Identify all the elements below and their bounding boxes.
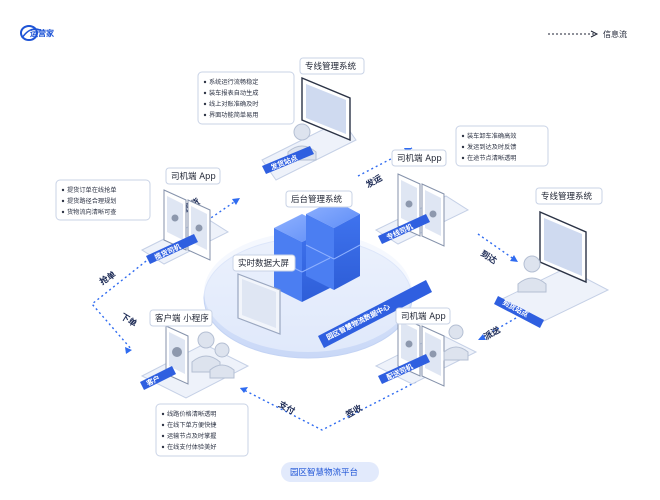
top-title: 专线管理系统 — [305, 61, 357, 72]
left-app-bullets-card: 提货订单在线抢单 提货路径合理规划 货物流向清晰可查 — [55, 179, 151, 221]
bottom-right-title: 司机端 App — [401, 311, 446, 322]
backend-callout: 后台管理系统 — [285, 190, 353, 208]
top-bullets-card: 系统运行流畅稳定 装车报表自动生成 线上对账准确及时 界面功能简单易用 — [197, 71, 295, 125]
right-app-title-callout: 司机端 App — [391, 149, 447, 167]
svg-text:系统运行流畅稳定: 系统运行流畅稳定 — [209, 78, 259, 86]
bottom-left-bullets-card: 线路价格清晰透明 在线下单方便快捷 运输节点及时掌握 在线支付体验美好 — [155, 403, 249, 457]
svg-text:在线支付体验美好: 在线支付体验美好 — [167, 443, 217, 451]
flow-label-deliver: 派送 — [482, 324, 503, 342]
node-right: 到货站点 — [494, 210, 610, 328]
svg-text:发运到达及时反馈: 发运到达及时反馈 — [467, 143, 517, 151]
legend-label: 信息流 — [603, 29, 627, 39]
bottom-right-title-callout: 司机端 App — [395, 307, 451, 325]
node-bottom-left: 客户 — [140, 325, 250, 399]
svg-text:提货订单在线抢单: 提货订单在线抢单 — [67, 186, 117, 194]
screen-label: 实时数据大屏 — [238, 258, 290, 269]
left-app-title-callout: 司机端 App — [165, 167, 221, 185]
bottom-left-title: 客户端 小程序 — [155, 313, 209, 324]
screen-callout: 实时数据大屏 — [232, 254, 296, 272]
flow-label-place-order: 下单 — [118, 311, 139, 330]
flow-label-sign: 签收 — [343, 402, 365, 421]
svg-text:货物流向清晰可查: 货物流向清晰可查 — [67, 208, 117, 216]
svg-text:线上对账准确及时: 线上对账准确及时 — [209, 100, 259, 108]
node-bottom-right: 配送司机 — [374, 315, 478, 387]
data-screen — [237, 273, 281, 335]
flow-label-pay: 支付 — [276, 399, 298, 418]
logo: 运营家 — [20, 25, 55, 41]
svg-text:线路价格清晰透明: 线路价格清晰透明 — [167, 410, 217, 418]
svg-text:装车卸车准确高效: 装车卸车准确高效 — [467, 132, 517, 140]
node-top: 发货站点 — [261, 76, 357, 181]
left-app-title: 司机端 App — [171, 171, 216, 182]
right-app-bullets-card: 装车卸车准确高效 发运到达及时反馈 在途节点清晰透明 — [455, 125, 549, 167]
svg-text:运输节点及时掌握: 运输节点及时掌握 — [167, 432, 217, 440]
top-title-callout: 专线管理系统 — [299, 57, 365, 75]
backend-servers — [273, 200, 361, 302]
svg-text:在线下单方便快捷: 在线下单方便快捷 — [167, 421, 217, 429]
svg-text:装车报表自动生成: 装车报表自动生成 — [209, 89, 259, 97]
svg-text:界面功能简单易用: 界面功能简单易用 — [209, 111, 259, 119]
logo-text: 运营家 — [30, 28, 55, 38]
flow-label-pickup-order: 抢单 — [98, 269, 119, 288]
right-title: 专线管理系统 — [541, 191, 593, 202]
footer-label: 园区智慧物流平台 — [290, 467, 358, 478]
node-left-app: 揽货司机 — [140, 189, 230, 265]
backend-label: 后台管理系统 — [291, 194, 343, 205]
flow-label-arrive: 到达 — [478, 248, 499, 267]
right-app-title: 司机端 App — [397, 153, 442, 164]
right-title-callout: 专线管理系统 — [535, 187, 603, 205]
svg-text:在途节点清晰透明: 在途节点清晰透明 — [467, 154, 517, 162]
legend: 信息流 — [548, 29, 627, 39]
svg-text:提货路径合理规划: 提货路径合理规划 — [67, 197, 117, 205]
flow-label-ship: 发运 — [363, 172, 385, 191]
node-right-app: 专线司机 — [374, 173, 470, 247]
bottom-left-title-callout: 客户端 小程序 — [149, 309, 213, 327]
footer-badge: 园区智慧物流平台 — [281, 462, 379, 482]
